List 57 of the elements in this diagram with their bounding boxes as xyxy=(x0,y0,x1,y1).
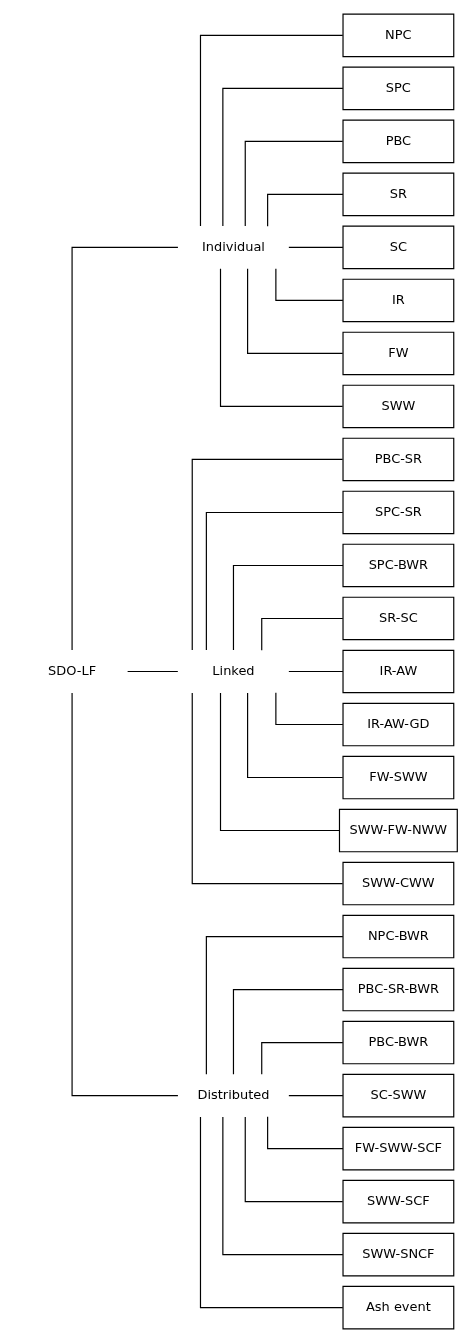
connector xyxy=(199,1116,343,1309)
node-box: SWW-SNCF xyxy=(341,1232,454,1277)
connector xyxy=(205,935,343,1075)
node-box: SPC-BWR xyxy=(341,543,454,588)
connector xyxy=(126,670,178,673)
node-box: FW-SWW-SCF xyxy=(341,1126,454,1171)
node-box: SC xyxy=(341,225,454,270)
node-box: IR-AW-GD xyxy=(341,702,454,747)
connector xyxy=(287,1095,343,1097)
connector xyxy=(221,1116,343,1256)
node-box: SPC-SR xyxy=(341,490,454,535)
node-box: SWW-FW-NWW xyxy=(338,808,458,853)
connector xyxy=(191,692,343,885)
connector xyxy=(274,692,343,726)
connector xyxy=(205,511,343,651)
connector xyxy=(71,692,178,1097)
node-box: IR xyxy=(341,278,454,323)
connector xyxy=(260,617,343,651)
connector xyxy=(219,692,340,832)
node-box: SWW xyxy=(341,384,454,429)
node-box: FW xyxy=(341,331,454,376)
node-box: SC-SWW xyxy=(341,1073,454,1118)
node-box: SR xyxy=(341,172,454,217)
connector xyxy=(287,670,343,673)
connector xyxy=(266,193,344,227)
connector xyxy=(244,140,343,227)
node-box: IR-AW xyxy=(341,649,454,694)
connector xyxy=(287,246,343,248)
connector xyxy=(246,692,343,779)
connector xyxy=(221,87,343,227)
connector xyxy=(260,1042,343,1075)
node-box: PBC-BWR xyxy=(341,1020,454,1065)
connector xyxy=(266,1116,344,1150)
connector xyxy=(71,246,178,651)
connector xyxy=(191,458,343,651)
node-text: Distributed xyxy=(196,1086,269,1102)
node-text: Individual xyxy=(201,238,265,254)
node-box: FW-SWW xyxy=(341,755,454,800)
node-box: PBC xyxy=(341,119,454,164)
node-box: Ash event xyxy=(341,1285,454,1330)
connector xyxy=(199,34,343,227)
connector xyxy=(232,988,344,1075)
connector xyxy=(232,564,344,651)
connector xyxy=(274,268,343,301)
node-box: SR-SC xyxy=(341,596,454,641)
connector xyxy=(246,268,343,355)
connector xyxy=(219,268,343,408)
node-box: SWW-SCF xyxy=(341,1179,454,1224)
node-box: SPC xyxy=(341,66,454,111)
connector xyxy=(244,1116,343,1203)
node-text: Linked xyxy=(211,662,255,678)
node-box: NPC-BWR xyxy=(341,914,454,959)
node-box: PBC-SR xyxy=(341,437,454,482)
node-text: SDO-LF xyxy=(47,662,96,678)
node-box: SWW-CWW xyxy=(341,861,454,906)
node-box: PBC-SR-BWR xyxy=(341,967,454,1012)
node-box: NPC xyxy=(341,13,454,58)
